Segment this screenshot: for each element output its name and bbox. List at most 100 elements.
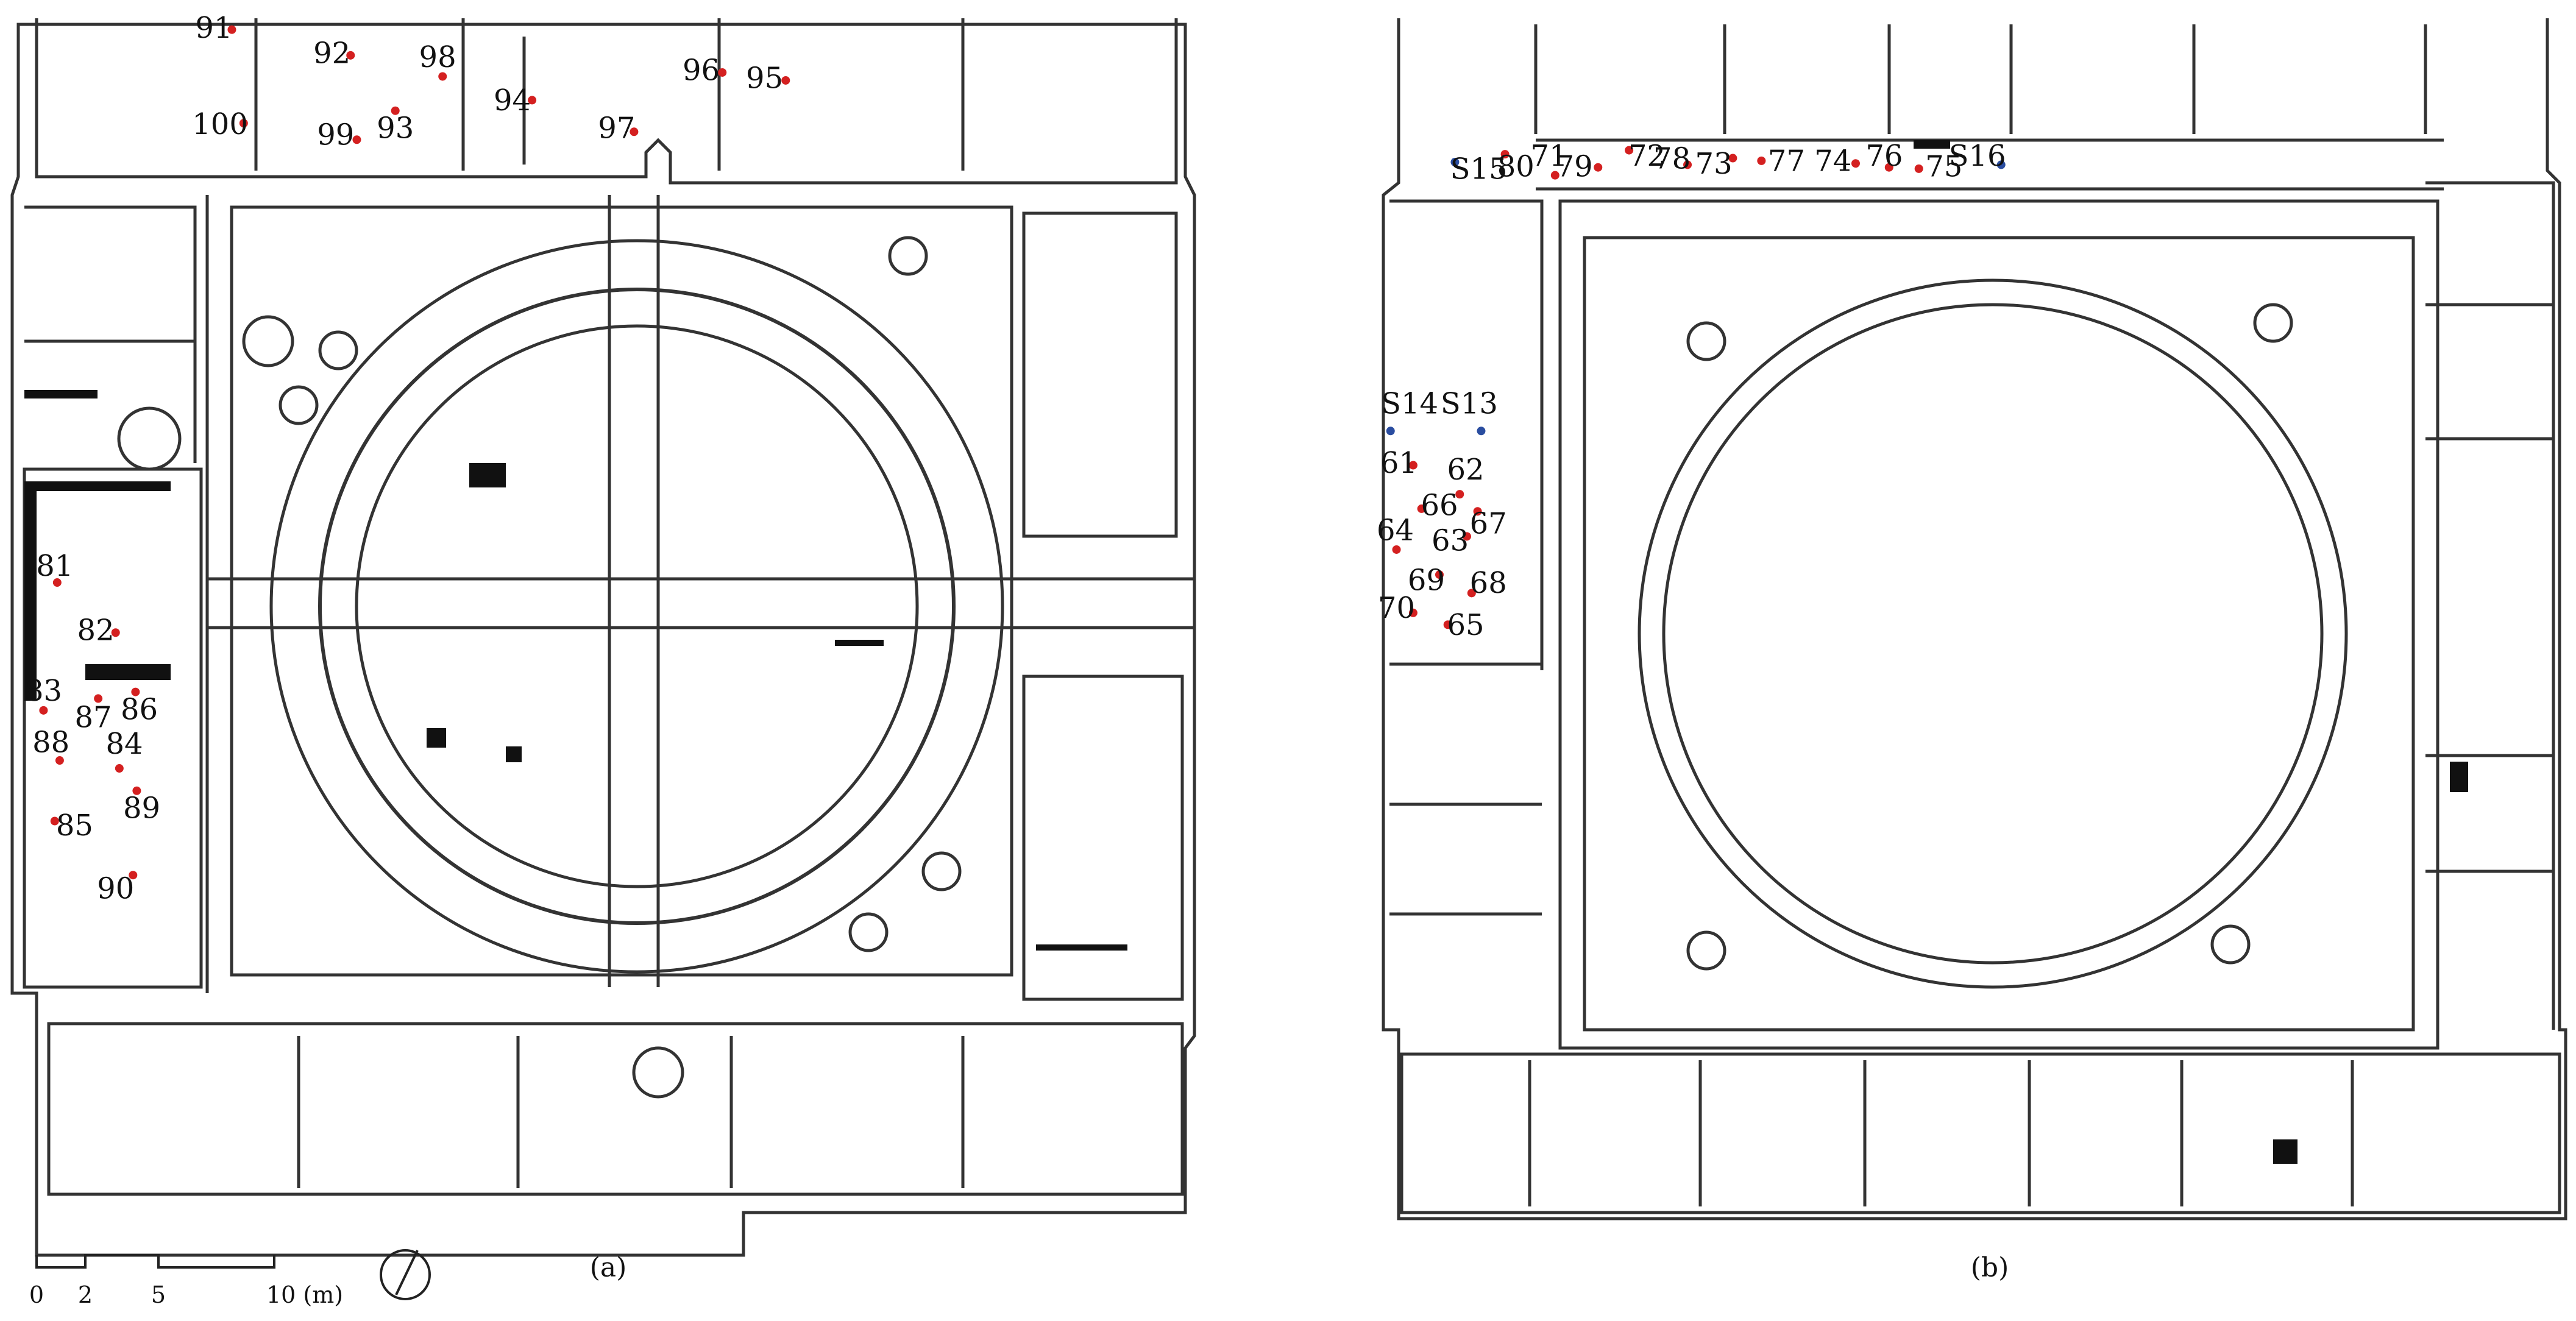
- panel-b-floor-plan: [1382, 18, 2567, 1220]
- panel-b-inner-square-wall: [1558, 199, 2439, 1050]
- point-label-77: 77: [1768, 144, 1805, 179]
- point-label-86: 86: [121, 693, 158, 727]
- point-label-94: 94: [494, 83, 531, 118]
- point-label-S16: S16: [1949, 139, 2006, 173]
- target-point-83: [39, 706, 48, 715]
- target-point-88: [55, 756, 64, 765]
- target-point-93: [391, 106, 400, 115]
- panel-a-shelving: [24, 481, 171, 491]
- scale-bar-ruler: [35, 1254, 275, 1269]
- panel-a-caption: (a): [590, 1252, 627, 1283]
- panel-a-column: [848, 912, 889, 952]
- target-point-71: [1550, 171, 1559, 180]
- point-label-67: 67: [1470, 507, 1507, 541]
- target-point-76: [1884, 163, 1893, 172]
- panel-a-stair-tower: [242, 315, 294, 367]
- target-point-97: [630, 127, 639, 136]
- station-point-S16: [1996, 160, 2006, 169]
- point-label-83: 83: [25, 674, 62, 708]
- panel-a-shelving: [24, 481, 37, 701]
- panel-a-shelving: [24, 390, 98, 398]
- point-label-61: 61: [1380, 446, 1418, 480]
- panel-a-pillar: [506, 746, 522, 762]
- point-label-S15: S15: [1450, 152, 1508, 186]
- panel-a-top-wing: [35, 18, 1178, 185]
- panel-b-furniture-block: [2450, 762, 2468, 792]
- station-point-S14: [1386, 427, 1395, 436]
- point-label-65: 65: [1447, 608, 1484, 642]
- scale-tick-label: 10 (m): [266, 1281, 343, 1308]
- target-point-86: [131, 687, 140, 696]
- panel-a-top-wing-partitions: [254, 18, 965, 171]
- panel-a-shelving: [835, 640, 884, 646]
- target-point-66: [1417, 504, 1426, 513]
- point-label-71: 71: [1530, 139, 1567, 173]
- target-point-67: [1473, 507, 1482, 516]
- point-label-78: 78: [1653, 141, 1691, 175]
- panel-b-caption: (b): [1971, 1252, 2009, 1283]
- panel-a-column: [279, 385, 319, 425]
- station-point-S15: [1450, 158, 1460, 167]
- panel-a-shelving: [1036, 944, 1127, 951]
- target-point-73: [1728, 154, 1737, 163]
- point-label-93: 93: [377, 112, 414, 146]
- panel-b-top-corridor: [1536, 138, 2444, 191]
- panel-b-column: [1686, 930, 1726, 971]
- panel-a-stair-tower: [117, 406, 182, 471]
- target-point-72: [1625, 146, 1634, 155]
- panel-a-right-wing: [1022, 211, 1184, 1001]
- point-label-90: 90: [97, 872, 134, 906]
- panel-b-outer-wall: [1382, 18, 2567, 1220]
- target-point-84: [115, 764, 124, 773]
- target-point-82: [111, 628, 120, 637]
- target-point-85: [50, 816, 59, 826]
- point-label-S13: S13: [1441, 387, 1498, 421]
- north-arrow-icon: [380, 1249, 431, 1300]
- panel-a-pillar: [427, 728, 446, 748]
- point-label-63: 63: [1432, 524, 1469, 558]
- panel-a-furniture-block: [469, 463, 506, 487]
- panel-b-column: [2210, 924, 2251, 965]
- panel-a-left-upper-rooms: [24, 205, 197, 463]
- target-point-90: [129, 871, 138, 880]
- panel-a-outer-wall: [10, 23, 1196, 1257]
- target-point-63: [1462, 532, 1471, 541]
- point-label-88: 88: [32, 726, 69, 760]
- target-point-69: [1435, 570, 1444, 579]
- point-label-87: 87: [74, 700, 112, 734]
- panel-b-right-rooms: [2425, 181, 2555, 1030]
- panel-a-rotunda-outer-wall: [269, 239, 1004, 974]
- point-label-66: 66: [1421, 488, 1458, 522]
- panel-a-stair-tower: [632, 1046, 684, 1099]
- target-point-74: [1851, 159, 1860, 168]
- point-label-S14: S14: [1381, 387, 1438, 421]
- point-label-79: 79: [1556, 149, 1593, 183]
- target-point-64: [1392, 545, 1401, 554]
- point-label-72: 72: [1628, 139, 1666, 173]
- target-point-80: [1500, 150, 1510, 159]
- north-arrow-needle: [395, 1250, 419, 1295]
- point-label-81: 81: [36, 549, 73, 583]
- target-point-92: [346, 51, 355, 60]
- target-point-98: [438, 72, 447, 81]
- point-label-91: 91: [195, 11, 232, 45]
- point-label-64: 64: [1377, 513, 1414, 547]
- target-point-61: [1408, 461, 1418, 470]
- point-label-74: 74: [1814, 144, 1851, 179]
- scale-tick-label: 5: [151, 1281, 166, 1308]
- point-label-95: 95: [746, 61, 783, 95]
- panel-b-top-partitions: [1534, 24, 2427, 134]
- point-label-73: 73: [1695, 147, 1733, 181]
- point-label-69: 69: [1408, 564, 1445, 598]
- point-label-75: 75: [1925, 149, 1962, 183]
- scale-tick-label: 0: [29, 1281, 44, 1308]
- point-label-82: 82: [77, 614, 115, 648]
- target-point-65: [1443, 620, 1452, 629]
- panel-a-rotunda-middle-ring: [318, 288, 956, 925]
- panel-b-column: [1686, 321, 1726, 361]
